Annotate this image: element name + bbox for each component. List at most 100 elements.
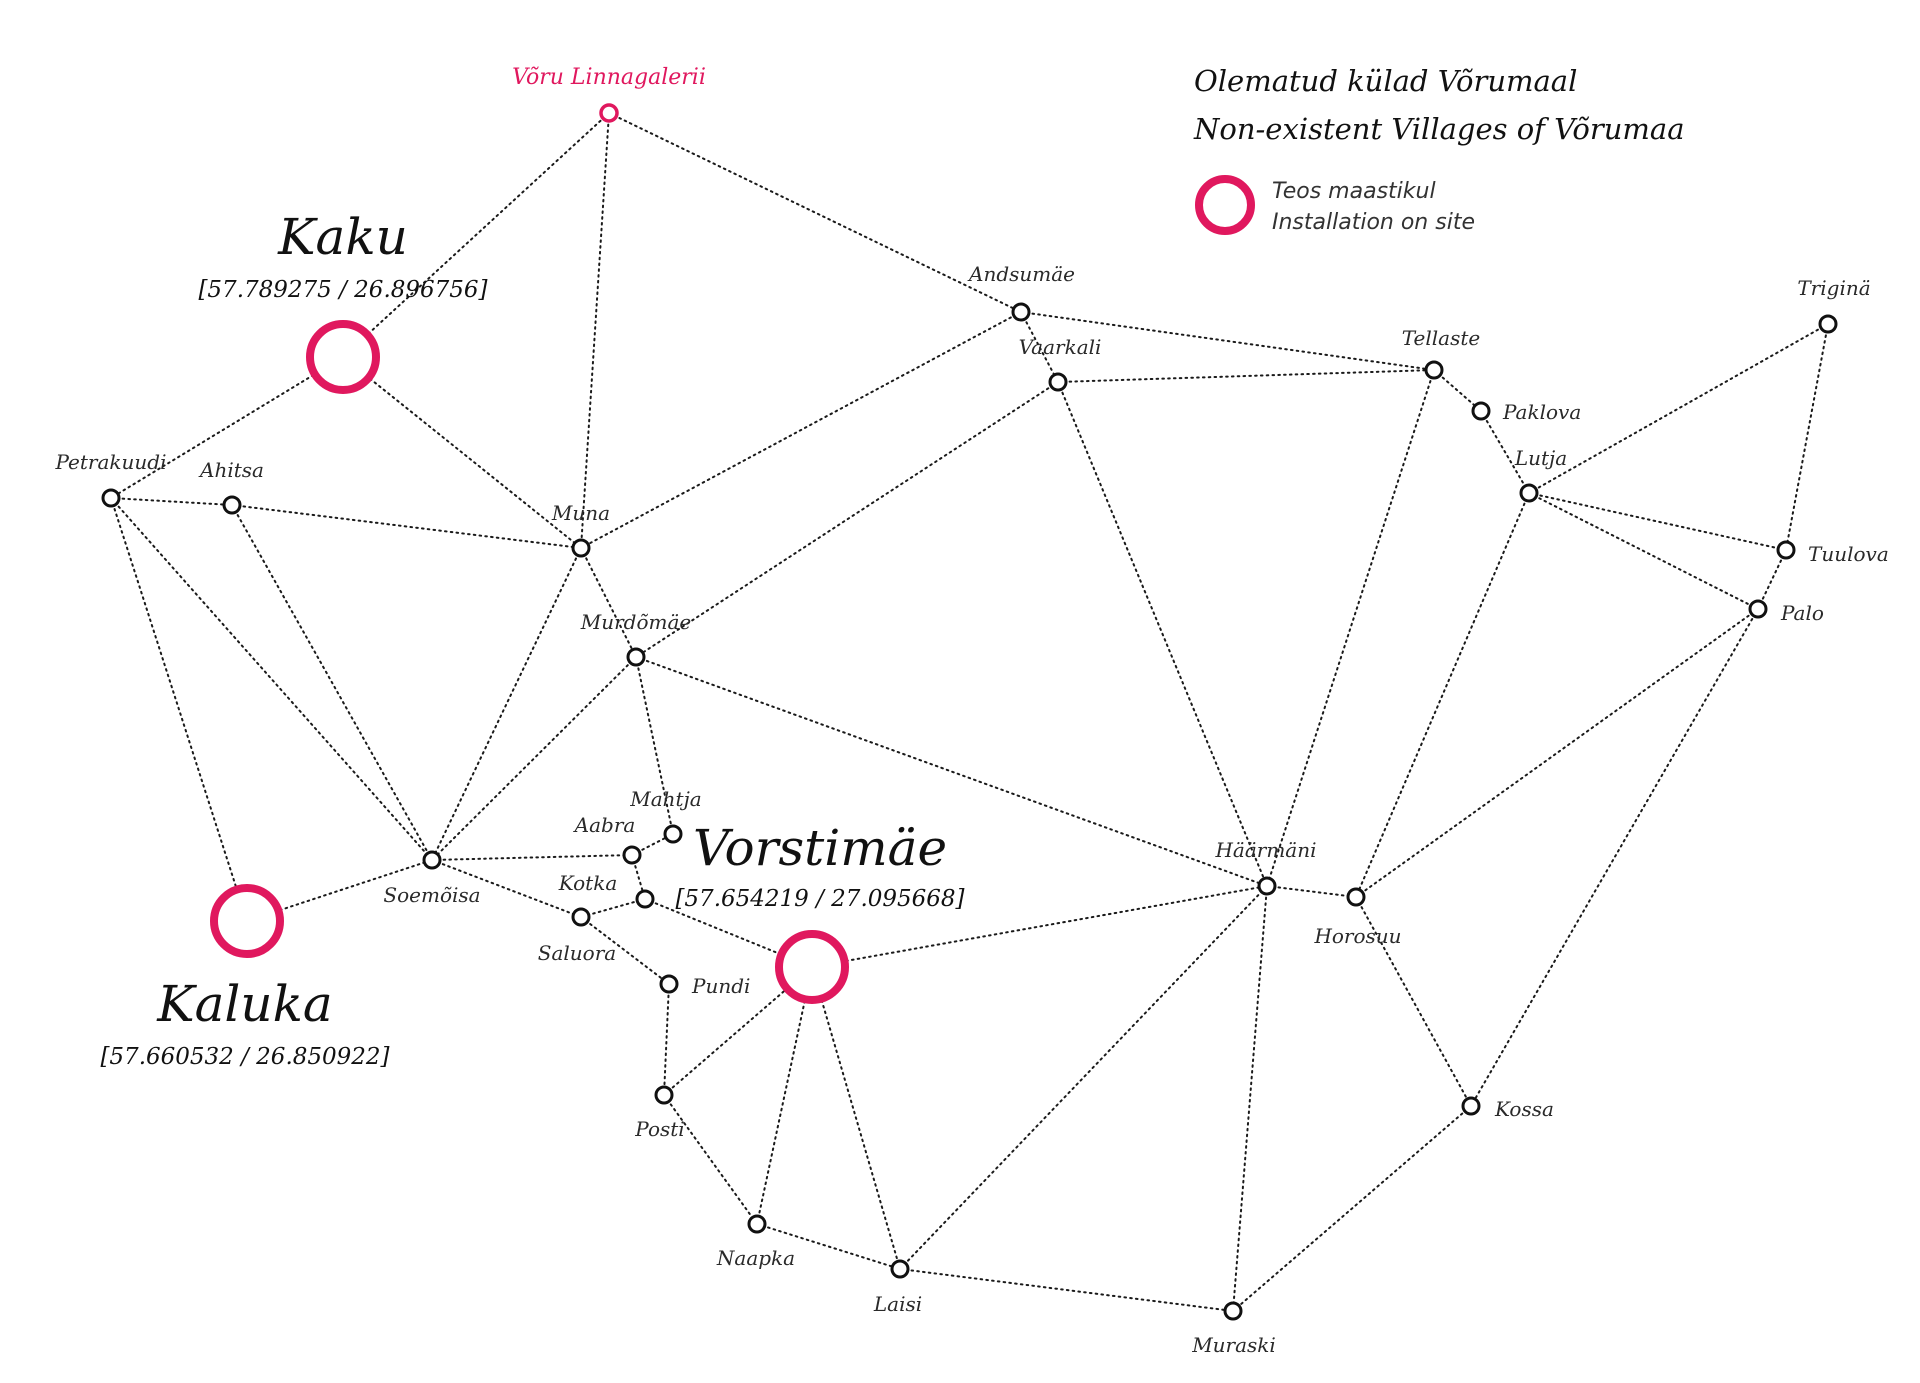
village-marker-icon[interactable] xyxy=(890,1259,910,1279)
village-label: Ahitsa xyxy=(198,458,264,482)
site-ring-icon[interactable] xyxy=(306,320,380,394)
village-kotka[interactable]: Kotka xyxy=(558,871,655,909)
legend-label-estonian: Teos maastikul xyxy=(1272,179,1436,204)
village-label: Mahtja xyxy=(629,787,701,811)
village-label: Häärmäni xyxy=(1214,838,1316,862)
village-marker-icon[interactable] xyxy=(222,495,242,515)
connection-line-kaku-petrakuudi xyxy=(110,356,344,499)
village-haarmani[interactable]: Häärmäni xyxy=(1214,838,1317,896)
village-marker-icon[interactable] xyxy=(626,647,646,667)
origin-gallery[interactable]: Võru Linnagalerii xyxy=(512,65,706,123)
site-kaku[interactable]: Kaku [57.789275 / 26.896756] xyxy=(198,208,488,394)
village-marker-icon[interactable] xyxy=(1424,360,1444,380)
village-marker-icon[interactable] xyxy=(747,1214,767,1234)
village-muraski[interactable]: Muraski xyxy=(1191,1301,1276,1357)
connection-line-murdomae-haarmani xyxy=(635,656,1268,887)
connection-line-ahitsa-soemoisa xyxy=(231,504,433,861)
village-label: Palo xyxy=(1780,601,1824,625)
village-label: Kossa xyxy=(1494,1097,1554,1121)
village-marker-icon[interactable] xyxy=(1461,1096,1481,1116)
connection-line-muna-murdomae xyxy=(580,547,637,658)
site-name: Kaluka xyxy=(156,975,332,1033)
village-murdomae[interactable]: Murdõmäe xyxy=(580,610,692,667)
village-pundi[interactable]: Pundi xyxy=(659,974,750,998)
pink-ring-icon xyxy=(1195,175,1255,235)
connection-line-vaarkali-murdomae xyxy=(635,381,1059,658)
site-ring-icon[interactable] xyxy=(210,884,284,958)
connection-line-pundi-posti xyxy=(663,983,670,1096)
village-mahtja[interactable]: Mahtja xyxy=(629,787,702,844)
connection-line-andsumae-vaarkali xyxy=(1020,311,1059,383)
gallery-marker-icon[interactable] xyxy=(599,103,619,123)
village-marker-icon[interactable] xyxy=(659,974,679,994)
connection-line-murdomae-soemoisa xyxy=(431,656,637,861)
village-label: Petrakuudi xyxy=(55,450,167,474)
village-label: Kotka xyxy=(558,871,618,895)
village-tuulova[interactable]: Tuulova xyxy=(1776,540,1889,566)
village-paklova[interactable]: Paklova xyxy=(1471,400,1581,424)
village-petrakuudi[interactable]: Petrakuudi xyxy=(55,450,167,508)
village-posti[interactable]: Posti xyxy=(634,1085,685,1141)
village-label: Andsumäe xyxy=(967,262,1075,286)
connection-line-posti-naapka xyxy=(663,1094,758,1225)
connection-line-voru-kaku xyxy=(342,112,610,358)
village-aabra[interactable]: Aabra xyxy=(573,813,642,865)
village-tellaste[interactable]: Tellaste xyxy=(1402,326,1480,380)
village-kossa[interactable]: Kossa xyxy=(1461,1096,1554,1121)
village-marker-icon[interactable] xyxy=(422,850,442,870)
village-marker-icon[interactable] xyxy=(1818,314,1838,334)
village-horosuu[interactable]: Horosuu xyxy=(1313,887,1402,948)
connection-line-paklova-lutja xyxy=(1480,410,1530,494)
village-label: Muna xyxy=(551,501,610,525)
village-marker-icon[interactable] xyxy=(622,845,642,865)
village-marker-icon[interactable] xyxy=(1471,401,1491,421)
village-vaarkali[interactable]: Vaarkali xyxy=(1019,335,1102,392)
village-marker-icon[interactable] xyxy=(1519,483,1539,503)
connection-line-lutja-tuulova xyxy=(1528,492,1787,551)
site-vorstimae[interactable]: Vorstimäe [57.654219 / 27.095668] xyxy=(675,819,965,1004)
site-kaluka[interactable]: Kaluka [57.660532 / 26.850922] xyxy=(100,884,390,1070)
village-muna[interactable]: Muna xyxy=(551,501,610,558)
village-palo[interactable]: Palo xyxy=(1748,599,1824,625)
connection-line-vorstimae-laisi xyxy=(811,966,901,1270)
village-marker-icon[interactable] xyxy=(1748,599,1768,619)
village-naapka[interactable]: Naapka xyxy=(716,1214,795,1270)
village-marker-icon[interactable] xyxy=(663,824,683,844)
connection-line-lutja-palo xyxy=(1528,492,1759,610)
village-marker-icon[interactable] xyxy=(1223,1301,1243,1321)
connection-line-horosuu-kossa xyxy=(1355,896,1472,1107)
site-ring-icon[interactable] xyxy=(775,930,849,1004)
village-marker-icon[interactable] xyxy=(571,907,591,927)
village-laisi[interactable]: Laisi xyxy=(873,1259,922,1316)
connection-line-kotka-saluora xyxy=(580,898,646,918)
connection-line-trigina-tuulova xyxy=(1785,323,1829,551)
village-lutja[interactable]: Lutja xyxy=(1514,446,1567,503)
connection-line-palo-kossa xyxy=(1470,608,1759,1107)
connection-line-andsumae-muna xyxy=(580,311,1022,549)
legend: Teos maastikul Installation on site xyxy=(1195,175,1475,235)
village-marker-icon[interactable] xyxy=(1776,540,1796,560)
village-label: Paklova xyxy=(1502,400,1581,424)
village-ahitsa[interactable]: Ahitsa xyxy=(198,458,264,515)
connection-line-petrakuudi-kaluka xyxy=(110,497,248,922)
connection-line-laisi-haarmani xyxy=(899,885,1268,1270)
village-marker-icon[interactable] xyxy=(1011,302,1031,322)
connection-line-palo-horosuu xyxy=(1355,608,1759,898)
village-marker-icon[interactable] xyxy=(654,1085,674,1105)
village-saluora[interactable]: Saluora xyxy=(538,907,616,965)
village-soemoisa[interactable]: Soemõisa xyxy=(383,850,481,907)
connection-line-saluora-pundi xyxy=(580,916,670,985)
village-marker-icon[interactable] xyxy=(101,488,121,508)
village-marker-icon[interactable] xyxy=(635,889,655,909)
village-marker-icon[interactable] xyxy=(1048,372,1068,392)
village-marker-icon[interactable] xyxy=(1257,876,1277,896)
connection-line-soemoisa-saluora xyxy=(431,859,582,918)
village-andsumae[interactable]: Andsumäe xyxy=(967,262,1075,322)
village-trigina[interactable]: Triginä xyxy=(1797,276,1871,334)
village-marker-icon[interactable] xyxy=(1346,887,1366,907)
village-label: Vaarkali xyxy=(1019,335,1102,359)
village-label: Horosuu xyxy=(1313,924,1401,948)
village-marker-icon[interactable] xyxy=(571,538,591,558)
connection-line-tellaste-paklova xyxy=(1433,369,1482,412)
